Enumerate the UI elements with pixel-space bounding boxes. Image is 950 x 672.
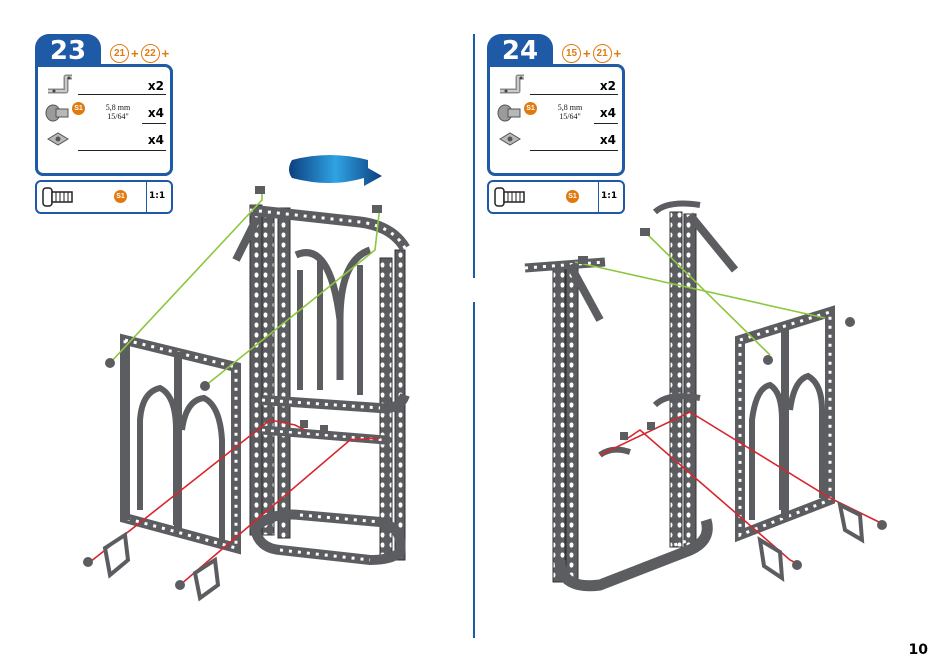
step-23-frame <box>236 205 405 560</box>
step-24-frame <box>525 204 735 586</box>
page-number: 10 <box>909 642 928 658</box>
step-23-gothic-panel <box>125 340 236 548</box>
page-divider <box>473 34 475 278</box>
rotate-arrow-icon <box>289 155 382 186</box>
step-24-gothic-panel <box>740 312 830 535</box>
page-divider <box>473 302 475 638</box>
